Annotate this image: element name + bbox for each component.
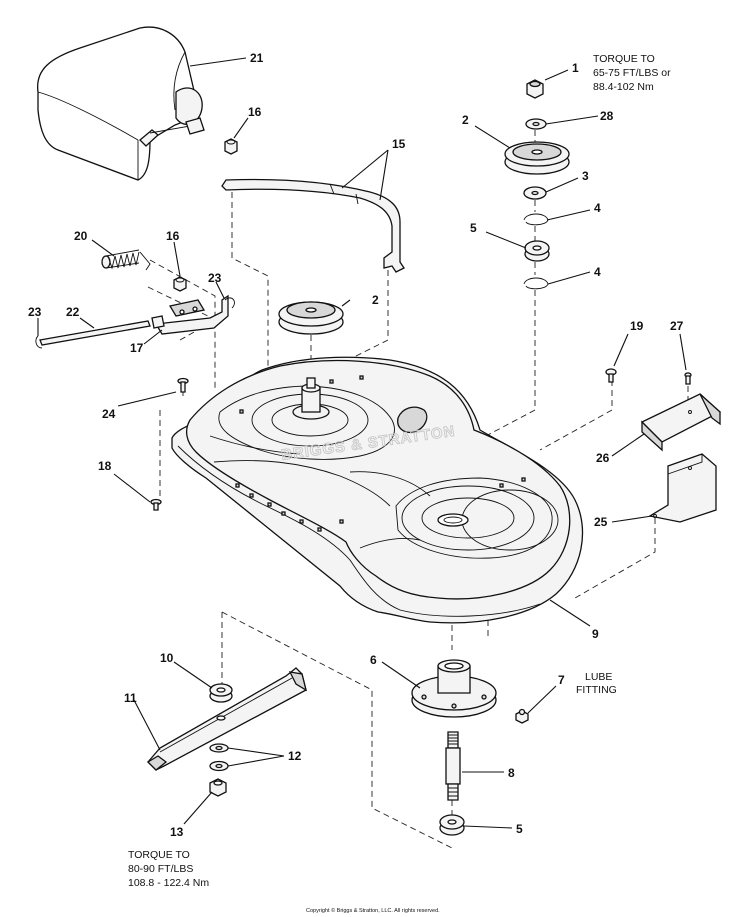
leader-lines	[37, 57, 687, 829]
callout-25: 25	[594, 515, 608, 529]
callout-10: 10	[160, 651, 174, 665]
torque-note-bottom-line-2: 80-90 FT/LBS	[128, 863, 193, 875]
callout-labels: 1 2 2 3 4 4 5 5 6 7 8 9 10 11 12 13 15 1…	[28, 51, 684, 839]
washer-part-28	[525, 118, 547, 130]
pulley-part-2-right	[504, 141, 570, 175]
callout-3: 3	[582, 169, 589, 183]
bolt-part-19	[605, 368, 617, 383]
torque-note-top-line-2: 65-75 FT/LBS or	[593, 67, 671, 79]
torque-note-bottom: TORQUE TO 80-90 FT/LBS 108.8 - 122.4 Nm	[128, 849, 209, 889]
snap-ring-part-4-upper	[523, 213, 549, 226]
pulley-part-2-left	[278, 301, 344, 335]
spindle-shaft-part-8	[445, 731, 461, 801]
bearing-part-5-lower	[439, 814, 465, 836]
callout-19: 19	[630, 319, 644, 333]
rod-part-22	[39, 320, 151, 346]
torque-note-top-line-3: 88.4-102 Nm	[593, 81, 654, 93]
bearing-part-5-upper	[524, 240, 550, 262]
callout-20: 20	[74, 229, 88, 243]
callout-7: 7	[558, 673, 565, 687]
nut-part-16-top	[224, 138, 238, 155]
callout-1: 1	[572, 61, 579, 75]
torque-note-bottom-line-3: 108.8 - 122.4 Nm	[128, 877, 209, 889]
callout-4-upper: 4	[594, 201, 601, 215]
lube-note-line-2: FITTING	[576, 684, 617, 696]
callout-26: 26	[596, 451, 610, 465]
callout-8: 8	[508, 766, 515, 780]
callout-2-left: 2	[372, 293, 379, 307]
callout-16-mid: 16	[166, 229, 180, 243]
mower-deck-part-9: BRIGGS & STRATTON	[171, 356, 584, 624]
callout-16-top: 16	[248, 105, 262, 119]
callout-5-lower: 5	[516, 822, 523, 836]
callout-4-lower: 4	[594, 265, 601, 279]
copyright-notice: Copyright © Briggs & Stratton, LLC. All …	[306, 907, 440, 914]
callout-13: 13	[170, 825, 184, 839]
callout-9: 9	[592, 627, 599, 641]
shield-part-25	[648, 453, 717, 523]
bolt-part-24	[177, 377, 189, 393]
nut-part-1	[526, 79, 544, 99]
callout-11: 11	[124, 691, 137, 705]
callout-21: 21	[250, 51, 264, 65]
lube-note-line-1: LUBE	[585, 671, 612, 683]
callout-15: 15	[392, 137, 406, 151]
washer-part-12-upper	[209, 743, 229, 753]
torque-note-bottom-line-1: TORQUE TO	[128, 849, 190, 861]
bracket-part-17	[151, 294, 229, 335]
callout-18: 18	[98, 459, 112, 473]
spindle-housing-part-6	[411, 659, 497, 718]
blade-part-11	[146, 667, 308, 771]
grass-bag-part-21	[37, 26, 205, 181]
torque-note-top-line-1: TORQUE TO	[593, 53, 655, 65]
cover-part-26	[640, 393, 722, 452]
callout-17: 17	[130, 341, 144, 355]
hairpin-clip-part-23-right	[224, 297, 235, 309]
callout-23-left: 23	[28, 305, 42, 319]
callout-2-right: 2	[462, 113, 469, 127]
bolt-part-27	[684, 372, 692, 385]
adapter-part-10	[209, 683, 233, 703]
callout-23-right: 23	[208, 271, 222, 285]
baffle-rod-part-15	[221, 178, 405, 273]
spring-part-20	[101, 249, 151, 271]
blade-nut-part-13	[209, 778, 227, 797]
callout-12: 12	[288, 749, 302, 763]
torque-note-top: TORQUE TO 65-75 FT/LBS or 88.4-102 Nm	[593, 53, 671, 93]
nut-part-16-mid	[173, 276, 187, 292]
snap-ring-part-4-lower	[523, 277, 549, 290]
callout-22: 22	[66, 305, 80, 319]
spacer-part-3	[523, 186, 547, 200]
washer-part-12-lower	[209, 760, 229, 772]
callout-27: 27	[670, 319, 684, 333]
callout-5-upper: 5	[470, 221, 477, 235]
callout-28: 28	[600, 109, 614, 123]
lube-fitting-note: LUBE FITTING	[576, 671, 617, 696]
bolt-part-18	[150, 498, 162, 511]
callout-24: 24	[102, 407, 116, 421]
hairpin-clip-part-23-left	[35, 335, 43, 349]
callout-6: 6	[370, 653, 377, 667]
lube-fitting-part-7	[515, 708, 529, 724]
